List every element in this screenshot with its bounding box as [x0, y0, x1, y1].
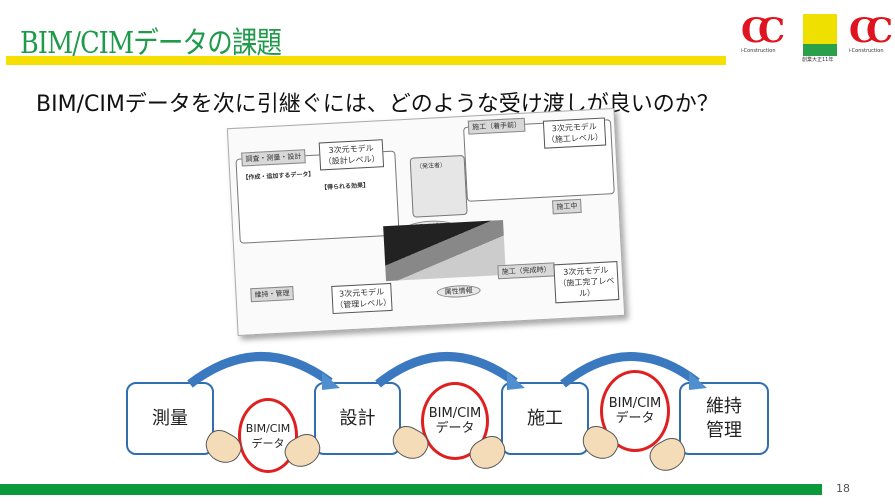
arrow-survey-to-design [187, 352, 333, 388]
data-label: BIM/CIM [245, 421, 291, 435]
step-survey: 測量 [126, 382, 214, 455]
data-label: BIM/CIM [428, 406, 482, 421]
step-design: 設計 [314, 382, 401, 455]
hokkaido-caption: 創業大正11年 [802, 57, 834, 63]
logo-caption: i-Construction [740, 48, 776, 54]
footer-bar [0, 484, 822, 495]
arrowhead [322, 372, 340, 390]
title-underline [6, 56, 726, 65]
data-label: データ [615, 411, 655, 426]
logo-caption: i-Construction [848, 48, 884, 54]
arrowhead [689, 372, 707, 390]
hokkaido-logo [803, 14, 837, 56]
arrowhead [507, 372, 525, 390]
arrow-construction-to-maintenance [560, 352, 700, 388]
data-label: データ [251, 436, 285, 450]
data-label: BIM/CIM [608, 396, 662, 411]
page-number: 18 [836, 482, 850, 495]
slide-title: BIM/CIMデータの課題 [20, 26, 282, 61]
step-construction: 施工 [501, 382, 589, 455]
step-maintenance: 維持管理 [679, 382, 769, 455]
data-label: データ [435, 421, 475, 436]
arrow-design-to-construction [375, 352, 518, 388]
